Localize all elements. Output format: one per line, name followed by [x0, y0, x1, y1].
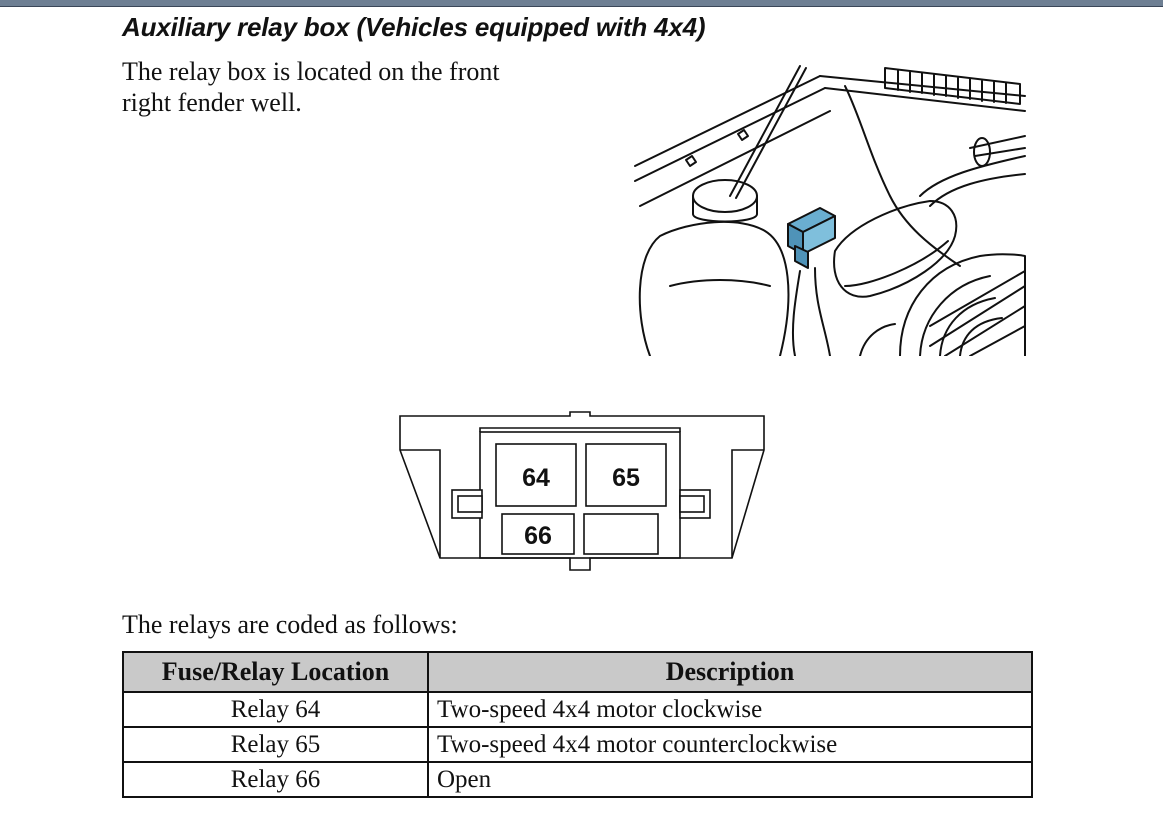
cowl-grille [884, 67, 1021, 105]
section-title: Auxiliary relay box (Vehicles equipped w… [122, 12, 706, 42]
fastener [685, 129, 749, 167]
table-row: Relay 64 Two-speed 4x4 motor clockwise [122, 691, 1033, 728]
intro-text: The relay box is located on the front ri… [122, 56, 592, 118]
cell-location: Relay 64 [122, 691, 429, 728]
relay-label-65: 65 [612, 464, 640, 492]
intro-line-2: right fender well. [122, 88, 302, 117]
intro-line-1: The relay box is located on the front [122, 57, 500, 86]
table-header-row: Fuse/Relay Location Description [122, 651, 1033, 693]
header-location: Fuse/Relay Location [122, 651, 429, 693]
table-row: Relay 66 Open [122, 761, 1033, 798]
header-description: Description [427, 651, 1033, 693]
relays-intro: The relays are coded as follows: [122, 610, 458, 639]
cell-description: Two-speed 4x4 motor counterclockwise [427, 726, 1033, 763]
relay-label-66: 66 [524, 522, 552, 550]
relay-table: Fuse/Relay Location Description Relay 64… [122, 651, 1033, 798]
relay-box-highlight [787, 207, 836, 269]
relay-box-diagram: 64 65 66 [399, 411, 765, 571]
relay-label-64: 64 [522, 464, 550, 492]
cooling-fan [899, 253, 1026, 356]
cell-location: Relay 65 [122, 726, 429, 763]
relay-slot-empty [583, 513, 659, 555]
cable [844, 85, 961, 267]
air-cleaner-housing [833, 200, 958, 298]
relay-slot-64 [495, 443, 577, 507]
relay-slot-66 [501, 513, 575, 555]
cell-description: Two-speed 4x4 motor clockwise [427, 691, 1033, 728]
relay-slot-65 [585, 443, 667, 507]
table-row: Relay 65 Two-speed 4x4 motor countercloc… [122, 726, 1033, 763]
fender-edge [634, 75, 831, 207]
engine-bay-illustration [634, 65, 1026, 356]
hood-prop-rod [729, 65, 807, 199]
cell-description: Open [427, 761, 1033, 798]
coolant-reservoir [638, 221, 790, 356]
top-rule [0, 0, 1163, 7]
cell-location: Relay 66 [122, 761, 429, 798]
